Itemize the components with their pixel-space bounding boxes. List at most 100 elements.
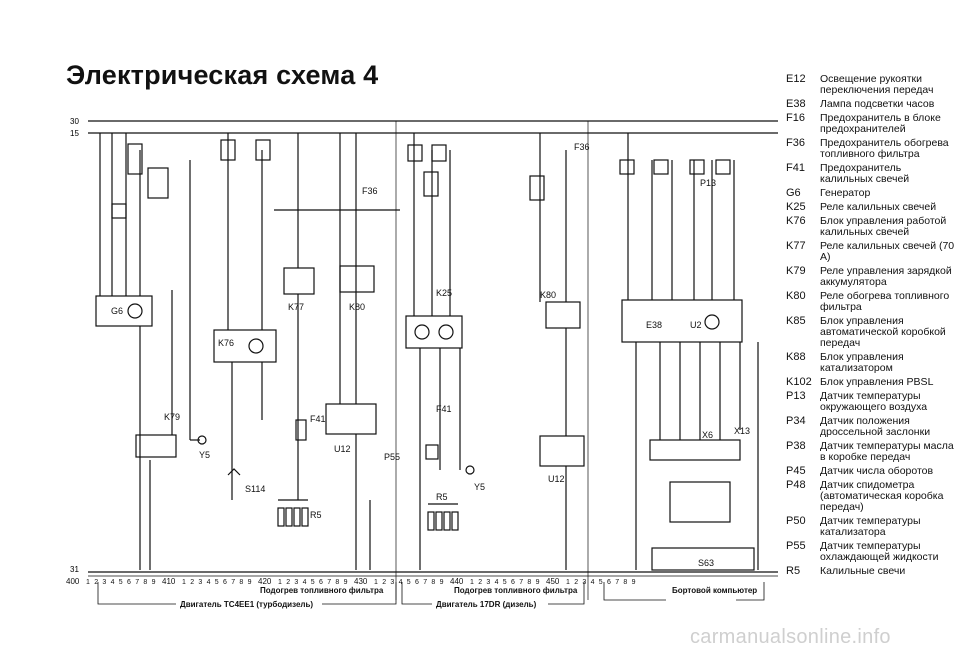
ruler-digit: 7 (615, 579, 619, 586)
legend-description: Датчик температуры катализатора (820, 515, 921, 538)
ruler-digit: 7 (519, 579, 523, 586)
legend-code: R5 (786, 565, 801, 577)
label-k25: K25 (436, 288, 452, 298)
ruler-digit: 7 (327, 579, 331, 586)
label-s114: S114 (245, 484, 265, 494)
legend-code: P55 (786, 540, 806, 552)
ruler-digit: 5 (119, 579, 123, 586)
legend-code: G6 (786, 187, 801, 199)
ruler-digit: 9 (152, 579, 156, 586)
legend-description: Реле управления зарядкой аккумулятора (820, 265, 952, 288)
ruler-marker: 420 (258, 577, 272, 586)
legend-row: K85 Блок управления автоматической коробк… (786, 316, 956, 349)
u12-left-box (325, 403, 377, 435)
label-y5-b: Y5 (474, 482, 485, 492)
label-p13: P13 (700, 178, 716, 188)
legend-code: F16 (786, 112, 805, 124)
g6-generator-box (95, 295, 153, 327)
legend-code: P13 (786, 390, 806, 402)
label-u12-b: U12 (548, 474, 565, 484)
k76-module-box (213, 329, 277, 363)
ruler-digit: 5 (407, 579, 411, 586)
legend-description: Предохранитель обогрева топливного фильт… (820, 137, 949, 160)
ruler-digit: 9 (632, 579, 636, 586)
ruler-digit: 7 (423, 579, 427, 586)
legend-code: E38 (786, 98, 806, 110)
legend-description: Реле калильных свечей (70 А) (820, 240, 955, 263)
u2-onboard-computer-box (621, 299, 743, 343)
ruler-digit: 4 (207, 579, 211, 586)
ruler-digit: 2 (478, 579, 482, 586)
label-e38: E38 (646, 320, 662, 330)
label-k80: K80 (349, 302, 365, 312)
legend-description: Датчик числа оборотов (820, 465, 934, 477)
legend-description: Реле обогрева топливного фильтра (820, 290, 950, 313)
k77-relay-box (283, 267, 315, 295)
label-g6: G6 (111, 306, 123, 316)
legend-row: P45 Датчик числа оборотов (786, 466, 956, 477)
label-x13: X13 (734, 426, 750, 436)
ruler-digit: 2 (382, 579, 386, 586)
legend-code: F41 (786, 162, 805, 174)
legend-code: K76 (786, 215, 806, 227)
ruler-digit: 8 (143, 579, 147, 586)
legend-description: Освещение рукоятки переключения передач (820, 73, 934, 96)
ruler-digit: 5 (311, 579, 315, 586)
x6-connector-box (649, 439, 741, 461)
ruler-digit: 8 (527, 579, 531, 586)
caption-fuel-filter-a: Подогрев топливного фильтра (260, 586, 384, 595)
ruler-digit: 3 (294, 579, 298, 586)
r5-glow-plugs-left (277, 507, 309, 527)
ruler-digit: 6 (223, 579, 227, 586)
legend-description: Блок управления работой калильных свечей (820, 215, 947, 238)
ruler-digit: 9 (248, 579, 252, 586)
legend-description: Блок управления PBSL (820, 376, 934, 388)
legend-row: K80 Реле обогрева топливного фильтра (786, 291, 956, 313)
ruler-digit: 3 (486, 579, 490, 586)
legend-description: Датчик положения дроссельной заслонки (820, 415, 931, 438)
legend-code: K85 (786, 315, 806, 327)
k80-right-relay-box (545, 301, 581, 329)
legend-description: Генератор (820, 187, 871, 199)
label-k77: K77 (288, 302, 304, 312)
label-u12: U12 (334, 444, 351, 454)
legend-code: P38 (786, 440, 806, 452)
label-p55: P55 (384, 452, 400, 462)
ruler-digit: 8 (431, 579, 435, 586)
label-k80-b: K80 (540, 290, 556, 300)
legend-code: K25 (786, 201, 806, 213)
ruler-digit: 4 (303, 579, 307, 586)
ruler-marker: 430 (354, 577, 368, 586)
ruler-digit: 2 (574, 579, 578, 586)
rail-15-label: 15 (70, 129, 79, 138)
ruler-digit: 4 (399, 579, 403, 586)
k80-left-relay-box (339, 265, 375, 293)
u12-right-box (539, 435, 585, 467)
legend-code: P45 (786, 465, 806, 477)
ruler-digit: 9 (536, 579, 540, 586)
ruler-digit: 6 (127, 579, 131, 586)
legend-description: Предохранитель калильных свечей (820, 162, 910, 185)
legend-row: F41 Предохранитель калильных свечей (786, 163, 956, 185)
r5-glow-plugs-middle (427, 511, 459, 531)
ruler-digit: 9 (440, 579, 444, 586)
legend-code: K102 (786, 376, 812, 388)
legend-code: F36 (786, 137, 805, 149)
legend-row: P55 Датчик температуры охлаждающей жидкос… (786, 541, 956, 563)
legend-description: Датчик температуры охлаждающей жидкости (820, 540, 939, 563)
ruler-marker: 410 (162, 577, 176, 586)
caption-onboard-computer: Бортовой компьютер (672, 586, 757, 595)
legend-code: K80 (786, 290, 806, 302)
legend-description: Калильные свечи (820, 565, 906, 577)
legend-description: Блок управления автоматической коробкой … (820, 315, 946, 349)
